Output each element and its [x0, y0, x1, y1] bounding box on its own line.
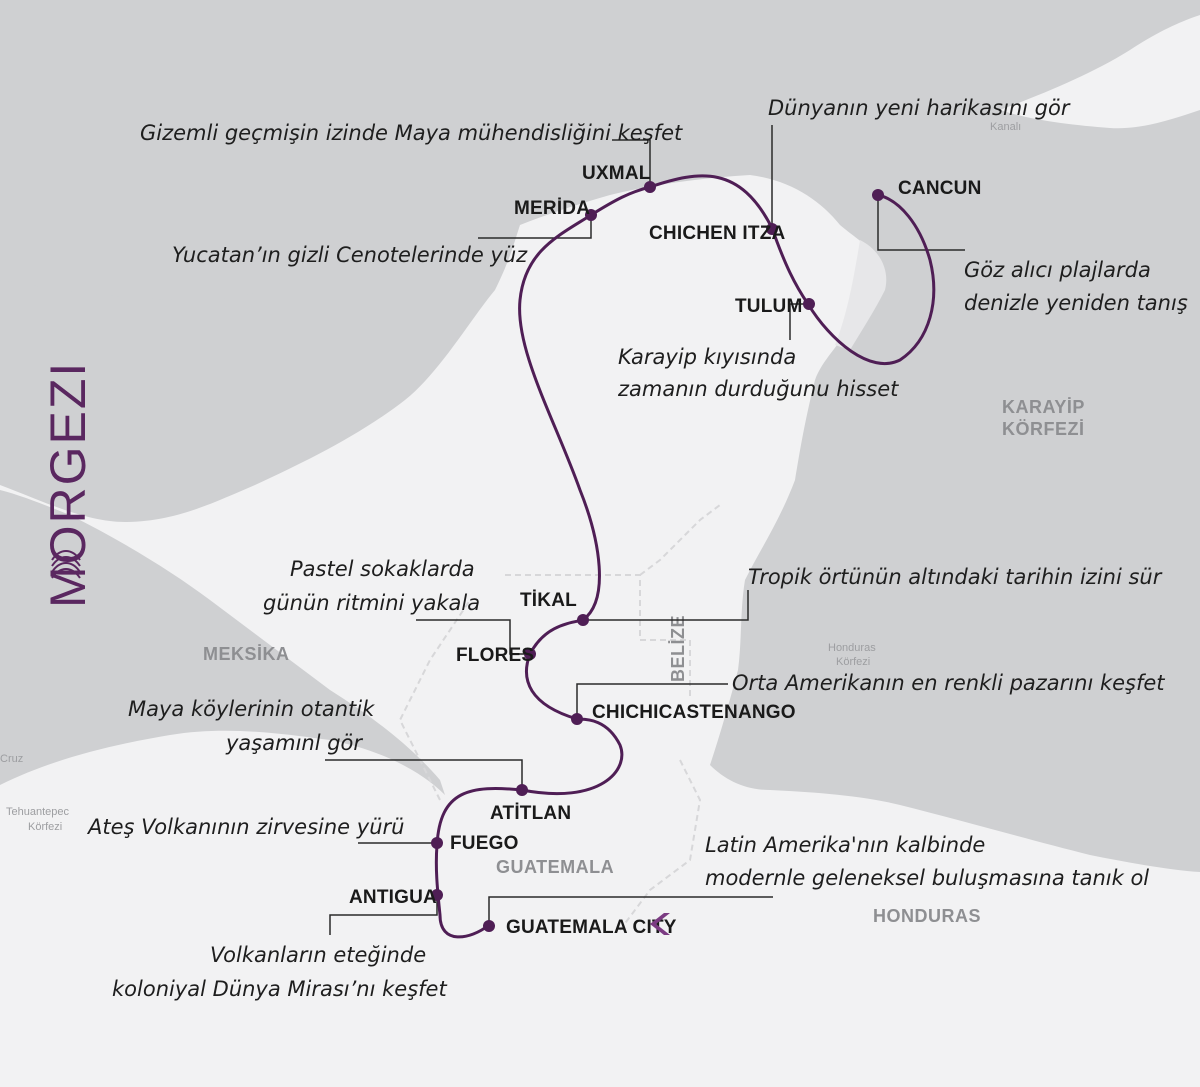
stop-label-guatemala-city: GUATEMALA CITY	[506, 917, 677, 938]
stop-label-tulum: TULUM	[735, 296, 802, 317]
wave-logo-icon	[51, 550, 81, 579]
caption-cancun-2: denizle yeniden tanış	[964, 291, 1188, 315]
caption-guatemala-city-1: Latin Amerika'nın kalbinde	[705, 833, 985, 857]
stop-label-chichen-itza: CHICHEN ITZA	[649, 223, 786, 244]
stop-marker-guatemala-city[interactable]	[483, 920, 495, 932]
landmass-gulf-coast-top	[0, 0, 1200, 300]
region-label-meksika: MEKSİKA	[203, 644, 290, 664]
region-label-korfezi: KÖRFEZİ	[1002, 419, 1085, 439]
caption-antigua-1: Volkanların eteğinde	[210, 943, 426, 967]
region-label-honduras-korfezi-2: Körfezi	[836, 656, 870, 668]
leader-cancun	[877, 196, 965, 251]
leader-chichicastenango	[576, 683, 728, 719]
caption-flores-1: Pastel sokaklarda	[290, 557, 475, 581]
caption-guatemala-city-2: modernle geleneksel buluşmasına tanık ol	[705, 866, 1149, 890]
caption-uxmal: Gizemli geçmişin izinde Maya mühendisliğ…	[140, 121, 683, 145]
leader-guatemala-city	[488, 896, 773, 925]
region-label-tehuantepec-2: Körfezi	[28, 821, 62, 833]
brand-wordmark: MORGEZI	[40, 361, 96, 608]
landmass-mexico-central-america	[0, 175, 1200, 1087]
stop-marker-cancun[interactable]	[872, 189, 884, 201]
region-label-kanali: Kanalı	[990, 121, 1021, 133]
stop-label-atitlan: ATİTLAN	[490, 803, 571, 824]
stop-label-tikal: TİKAL	[520, 590, 577, 611]
stop-marker-merida[interactable]	[585, 209, 597, 221]
stop-marker-tikal[interactable]	[577, 614, 589, 626]
caption-chichicastenango: Orta Amerikanın en renkli pazarını keşfe…	[732, 671, 1165, 695]
stop-marker-antigua[interactable]	[431, 889, 443, 901]
stop-marker-flores[interactable]	[524, 648, 536, 660]
region-label-cruz: Cruz	[0, 753, 23, 765]
caption-fuego: Ateş Volkanının zirvesine yürü	[86, 815, 404, 839]
caption-tikal: Tropik örtünün altındaki tarihin izini s…	[748, 565, 1163, 589]
tour-route-line	[434, 174, 936, 939]
region-label-guatemala: GUATEMALA	[496, 857, 614, 877]
region-label-honduras: HONDURAS	[873, 906, 981, 926]
brand-logo: MORGEZI	[40, 361, 96, 608]
stop-label-flores: FLORES	[456, 645, 534, 666]
region-label-karayip: KARAYİP	[1002, 397, 1085, 417]
leader-atitlan	[325, 759, 523, 790]
stop-label-cancun: CANCUN	[898, 178, 982, 199]
leader-tikal	[583, 590, 749, 621]
landmass-cuba-tip	[1000, 15, 1200, 129]
border-guatemala-honduras	[619, 759, 702, 931]
leader-flores	[416, 619, 530, 655]
chevron-left-icon	[650, 913, 670, 935]
caption-flores-2: günün ritmini yakala	[263, 591, 480, 615]
stop-marker-uxmal[interactable]	[644, 181, 656, 193]
border-mexico-guatemala	[505, 574, 691, 700]
caption-tulum-2: zamanın durduğunu hisset	[617, 377, 899, 401]
caption-leader-lines	[325, 125, 965, 935]
border-guatemala-mexico-west	[398, 599, 471, 801]
caption-atitlan-2: yaşamınl gör	[225, 731, 363, 755]
caption-atitlan-1: Maya köylerinin otantik	[128, 697, 375, 721]
caption-antigua-2: koloniyal Dünya Mirası’nı keşfet	[112, 977, 447, 1001]
stop-label-merida: MERİDA	[514, 198, 590, 219]
caption-tulum-1: Karayip kıyısında	[618, 345, 796, 369]
route-stops	[431, 181, 884, 932]
stop-marker-chichicastenango[interactable]	[571, 713, 583, 725]
stop-marker-chichen-itza[interactable]	[766, 223, 778, 235]
stop-label-uxmal: UXMAL	[582, 163, 651, 184]
country-borders	[398, 504, 721, 931]
region-label-tehuantepec-1: Tehuantepec	[6, 806, 69, 818]
caption-cancun-1: Göz alıcı plajlarda	[964, 258, 1151, 282]
stop-marker-atitlan[interactable]	[516, 784, 528, 796]
leader-merida	[478, 215, 592, 239]
caption-chichen-itza: Dünyanın yeni harikasını gör	[768, 96, 1071, 120]
caption-merida: Yucatan’ın gizli Cenotelerinde yüz	[172, 243, 528, 267]
leader-uxmal	[612, 139, 651, 187]
region-label-honduras-korfezi-1: Honduras	[828, 642, 876, 654]
border-belize	[639, 504, 721, 576]
stop-label-fuego: FUEGO	[450, 833, 519, 854]
stop-label-chichicastenango: CHICHICASTENANGO	[592, 702, 796, 723]
stop-marker-tulum[interactable]	[803, 298, 815, 310]
leader-tulum	[789, 303, 808, 340]
landmass-yucatan-east-coast	[835, 240, 887, 350]
leader-antigua	[329, 895, 438, 935]
stop-marker-fuego[interactable]	[431, 837, 443, 849]
stop-label-antigua: ANTIGUA	[349, 887, 437, 908]
region-label-belize: BELİZE	[668, 615, 688, 682]
